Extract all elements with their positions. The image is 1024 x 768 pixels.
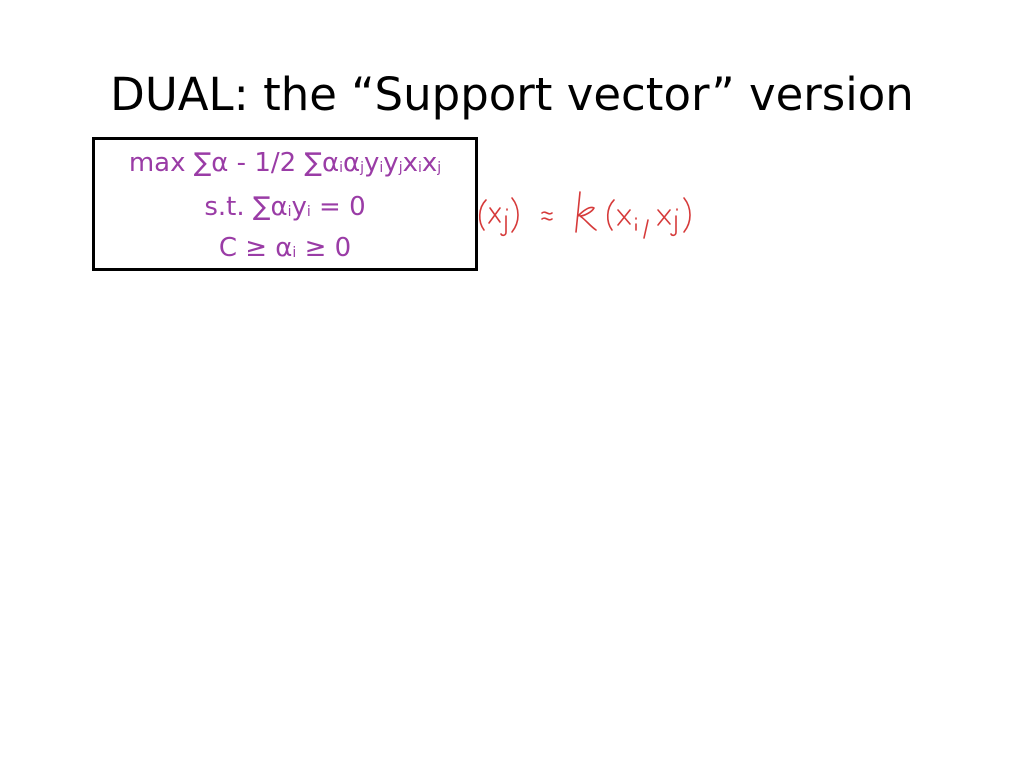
y-j: yj (383, 148, 403, 178)
constraint-suffix: = 0 (310, 192, 366, 222)
y-i: yi (364, 148, 384, 178)
hw-k-letter (575, 191, 597, 233)
alpha-i: αi (321, 148, 343, 178)
constraint-prefix: s.t. ∑ (204, 192, 271, 222)
hw-close-paren-2 (683, 197, 691, 233)
objective-prefix: max ∑α - 1/2 ∑ (128, 148, 322, 178)
hw-x-j-2 (657, 208, 678, 237)
handwritten-kernel-annotation (478, 191, 691, 239)
objective-line: max ∑α - 1/2 ∑αiαjyiyjxixj (95, 148, 475, 178)
hw-comma (643, 219, 649, 239)
hw-x-j-1 (488, 207, 508, 237)
constraint-sum-line: s.t. ∑αiyi = 0 (95, 192, 475, 222)
hw-open-paren-1 (478, 199, 487, 231)
hw-open-paren-2 (606, 199, 615, 231)
hw-close-paren-1 (511, 197, 519, 233)
alpha-i: αi (270, 192, 292, 222)
dual-formula-box: max ∑α - 1/2 ∑αiαjyiyjxixj s.t. ∑αiyi = … (92, 137, 478, 271)
hw-x-i (617, 209, 637, 231)
constraint-bound-line: C ≥ αi ≥ 0 (95, 233, 475, 263)
alpha-i: αi (275, 233, 297, 263)
x-i: xi (402, 148, 422, 178)
slide-title: DUAL: the “Support vector” version (110, 68, 914, 121)
bound-prefix: C ≥ (218, 233, 276, 263)
hw-approx (541, 211, 553, 221)
x-j: xj (421, 148, 442, 178)
alpha-j: αj (342, 148, 365, 178)
y-i: yi (291, 192, 311, 222)
bound-suffix: ≥ 0 (296, 233, 352, 263)
